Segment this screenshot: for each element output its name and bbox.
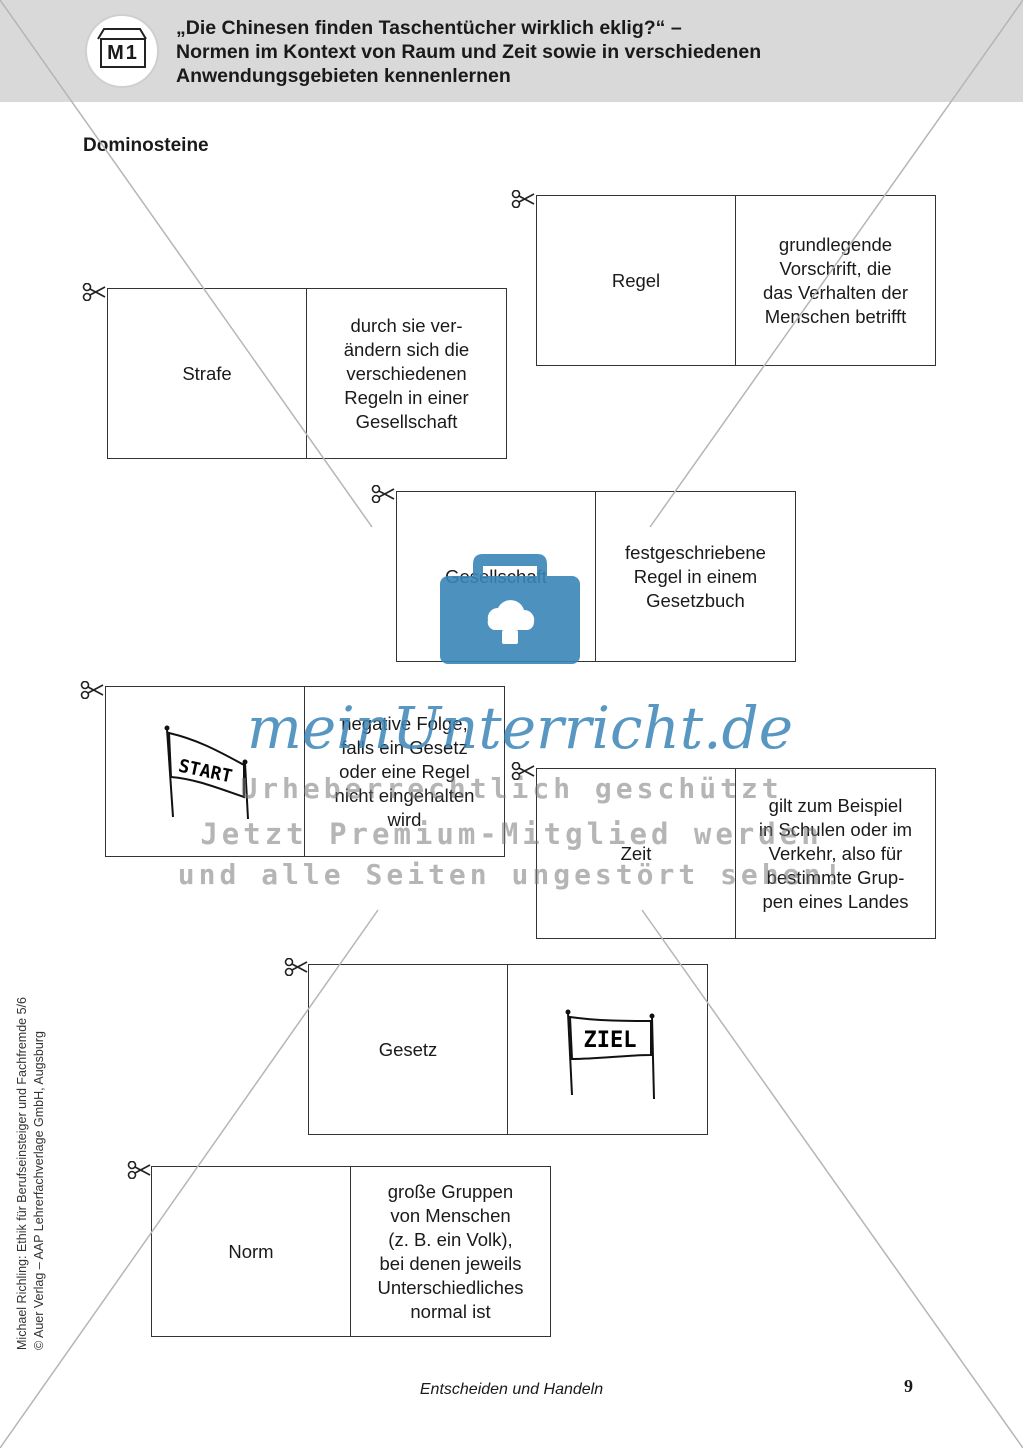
svg-text:ZIEL: ZIEL <box>583 1028 636 1053</box>
scissors-icon <box>284 958 308 976</box>
domino-card-regel: Regel grundlegende Vorschrift, die das V… <box>536 195 936 366</box>
material-badge: M1 <box>85 14 159 88</box>
watermark-line-1: Urheberrechtlich geschützt <box>240 772 783 805</box>
domino-term: Gesetz <box>309 965 508 1134</box>
watermark-logo: meinUnterricht.de <box>247 554 793 762</box>
scissors-icon <box>511 190 535 208</box>
copyright-sidebar: Michael Richling: Ethik für Berufseinste… <box>14 950 48 1350</box>
domino-definition: gilt zum Beispiel in Schulen oder im Ver… <box>758 794 913 912</box>
domino-card-start: START negative Folge, falls ein Gesetz o… <box>105 686 505 857</box>
domino-term: Zeit <box>537 769 736 938</box>
scissors-icon <box>80 681 104 699</box>
domino-term: Strafe <box>108 289 307 458</box>
scissors-icon <box>127 1161 151 1179</box>
domino-definition: negative Folge, falls ein Gesetz oder ei… <box>334 712 475 830</box>
page-title: „Die Chinesen finden Taschentücher wirkl… <box>176 16 1006 88</box>
watermark-line-3: und alle Seiten ungestört sehen! <box>177 858 846 891</box>
title-line-2: Normen im Kontext von Raum und Zeit sowi… <box>176 41 762 63</box>
scissors-icon <box>511 762 535 780</box>
sidebar-publisher: © Auer Verlag – AAP Lehrerfachverlage Gm… <box>32 1031 46 1350</box>
domino-definition: grundlegende Vorschrift, die das Verhalt… <box>762 233 909 327</box>
domino-term: Regel <box>537 196 736 365</box>
briefcase-cloud-icon <box>440 554 580 664</box>
badge-label: M1 <box>100 38 146 68</box>
watermark-line-2: Jetzt Premium-Mitglied werden <box>200 817 823 851</box>
flag-icon: ZIEL <box>565 1009 655 1099</box>
header-bar: M1 „Die Chinesen finden Taschentücher wi… <box>0 0 1023 102</box>
page-number: 9 <box>904 1376 913 1396</box>
domino-card-gesetz: Gesetz ZIEL <box>308 964 708 1135</box>
scissors-icon <box>82 283 106 301</box>
section-heading: Dominosteine <box>83 135 209 156</box>
domino-term: Norm <box>152 1167 351 1336</box>
title-line-1: „Die Chinesen finden Taschentücher wirkl… <box>176 17 682 39</box>
flag-icon: START <box>164 725 249 819</box>
domino-card-zeit: Zeit gilt zum Beispiel in Schulen oder i… <box>536 768 936 939</box>
domino-start-flag: START <box>106 687 305 856</box>
sidebar-author: Michael Richling: Ethik für Berufseinste… <box>15 997 29 1350</box>
domino-definition: durch sie ver- ändern sich die verschied… <box>343 314 470 432</box>
domino-card-norm: Norm große Gruppen von Menschen (z. B. e… <box>151 1166 551 1337</box>
footer-chapter: Entscheiden und Handeln <box>419 1381 604 1398</box>
scissors-icon <box>371 485 395 503</box>
domino-ziel-flag: ZIEL <box>508 965 707 1134</box>
domino-card-strafe: Strafe durch sie ver- ändern sich die ve… <box>107 288 507 459</box>
title-line-3: Anwendungsgebieten kennenlernen <box>176 65 511 87</box>
svg-text:meinUnterricht.de: meinUnterricht.de <box>247 694 793 762</box>
domino-definition: festgeschriebene Regel in einem Gesetzbu… <box>625 541 766 611</box>
domino-definition: große Gruppen von Menschen (z. B. ein Vo… <box>377 1180 524 1322</box>
